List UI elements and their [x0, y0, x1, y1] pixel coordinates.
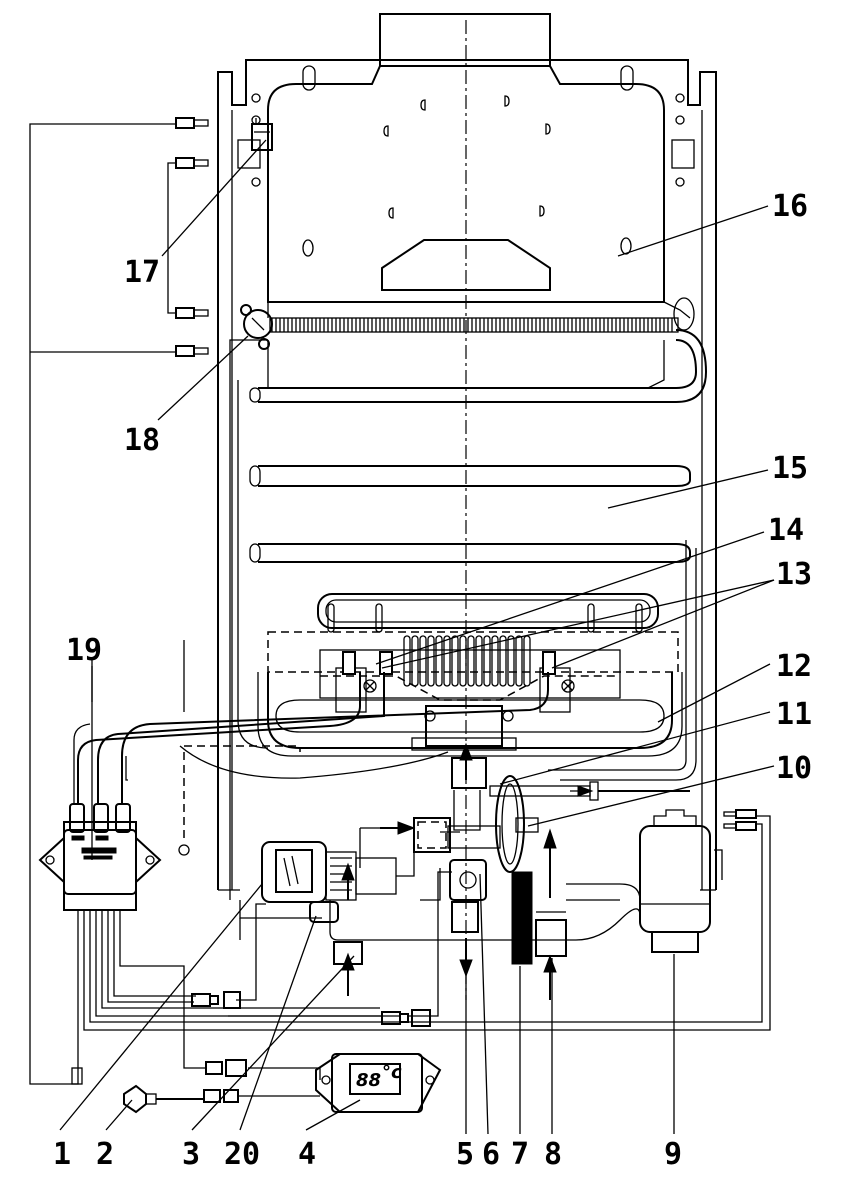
callout-13: 13 [776, 557, 812, 592]
burner-tube [459, 635, 467, 687]
burner-tube [499, 635, 507, 687]
burner-tube [491, 635, 499, 687]
callout-8: 8 [544, 1137, 562, 1172]
callout-11: 11 [776, 697, 812, 732]
thermostat [251, 118, 273, 151]
callout-12: 12 [776, 649, 812, 684]
heat-exchanger-hood [229, 65, 695, 900]
fan-motor [639, 809, 723, 953]
burner-tube [515, 635, 523, 687]
power-plug [123, 1084, 320, 1114]
burner-tube [475, 635, 483, 687]
callout-16: 16 [772, 189, 808, 224]
burner-tube [375, 603, 383, 633]
callout-20: 20 [224, 1137, 260, 1172]
terminal-connectors [167, 117, 757, 831]
callout-10: 10 [776, 751, 812, 786]
callout-labels: 1 2 3 20 4 5 6 7 8 9 10 11 12 13 14 15 1… [53, 189, 812, 1172]
valve-assembly [239, 757, 690, 965]
controller-box [29, 123, 771, 1103]
leader-lines [59, 139, 775, 1135]
burner-tube [443, 635, 451, 687]
flow-arrows [341, 742, 594, 1000]
callout-6: 6 [482, 1137, 500, 1172]
burner-tube [327, 603, 335, 633]
callout-3: 3 [182, 1137, 200, 1172]
burner-tube [435, 635, 443, 687]
burner-assembly [257, 593, 683, 757]
callout-2: 2 [96, 1137, 114, 1172]
burner-tube [467, 635, 475, 687]
callout-15: 15 [772, 451, 808, 486]
display-module [315, 1053, 442, 1113]
burner-tube [483, 635, 491, 687]
burner-tube [587, 603, 595, 633]
burner-tube [507, 635, 515, 687]
display-readout: 88 [356, 1070, 381, 1091]
solenoid-valve [261, 827, 415, 965]
callout-7: 7 [511, 1137, 529, 1172]
callout-18: 18 [124, 423, 160, 458]
burner-tube [427, 635, 435, 687]
burner-tube [451, 635, 459, 687]
burner-tube [635, 603, 643, 633]
callout-5: 5 [456, 1137, 474, 1172]
callout-19: 19 [66, 633, 102, 668]
overheat-sensor [240, 304, 273, 350]
display-unit: °c [382, 1062, 402, 1083]
callout-14: 14 [768, 513, 804, 548]
casing [217, 13, 717, 891]
burner-tube [419, 635, 427, 687]
callout-9: 9 [664, 1137, 682, 1172]
burner-tube [523, 635, 531, 687]
burner-tube [403, 635, 411, 687]
callout-1: 1 [53, 1137, 71, 1172]
callout-4: 4 [298, 1137, 316, 1172]
callout-17: 17 [124, 255, 160, 290]
